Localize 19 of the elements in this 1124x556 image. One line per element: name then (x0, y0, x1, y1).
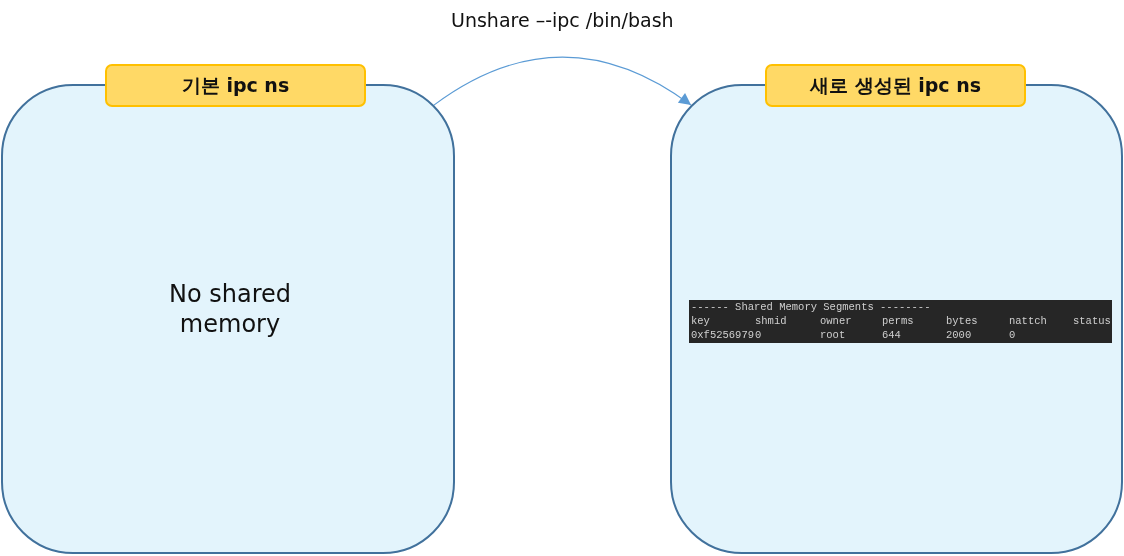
table-value: 0 (755, 329, 762, 341)
heading-badge: 새로 생성된 ipc ns (765, 64, 1026, 107)
terminal-output (689, 300, 1112, 343)
column-header: key (691, 315, 710, 327)
column-header: nattch (1009, 315, 1047, 327)
table-value: 2000 (946, 329, 972, 341)
column-header: owner (820, 315, 852, 327)
body-text: No shared memory (168, 279, 292, 339)
curved-arrow (433, 56, 692, 106)
table-value: root (820, 329, 846, 341)
column-header: shmid (755, 315, 787, 327)
table-value: 0xf5256979 (691, 329, 754, 341)
table-value: 644 (882, 329, 901, 341)
column-header: status (1073, 315, 1111, 327)
heading-badge: 기본 ipc ns (105, 64, 366, 107)
table-value: 0 (1009, 329, 1016, 341)
terminal-title: ------ Shared Memory Segments -------- (691, 301, 931, 313)
column-header: bytes (946, 315, 978, 327)
column-header: perms (882, 315, 914, 327)
